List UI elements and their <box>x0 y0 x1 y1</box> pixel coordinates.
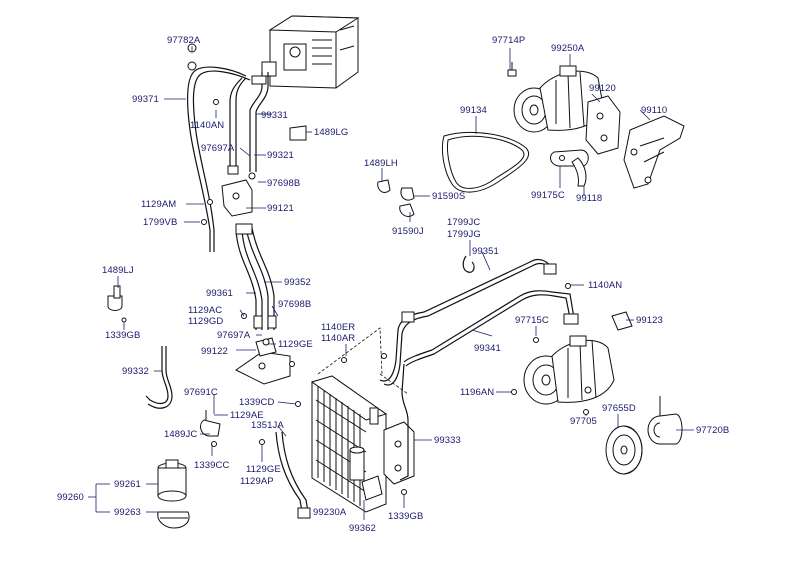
label-97705: 97705 <box>570 416 597 427</box>
pulley-97720B <box>647 396 683 445</box>
label-1129AP: 1129AP <box>240 476 274 487</box>
label-1129GE-upper: 1129GE <box>278 339 313 350</box>
label-1339GB-left: 1339GB <box>105 330 140 341</box>
label-1140ER: 1140ER <box>321 322 355 333</box>
bracket-99122 <box>235 337 291 385</box>
clamp-1489LJ <box>107 285 123 311</box>
label-99118: 99118 <box>576 193 602 204</box>
label-1129AM: 1129AM <box>141 199 176 210</box>
pulley-97655D <box>605 425 643 475</box>
label-97782A: 97782A <box>167 35 201 46</box>
label-99134: 99134 <box>460 105 487 116</box>
label-1339CD: 1339CD <box>239 397 274 408</box>
label-1196AN: 1196AN <box>460 387 494 398</box>
pipe-1351JA <box>275 431 311 519</box>
bracket-99362 <box>361 475 383 501</box>
hose-1799JC <box>462 255 475 273</box>
label-1489LG: 1489LG <box>314 127 348 138</box>
label-1129AE: 1129AE <box>230 410 264 421</box>
label-99175C: 99175C <box>531 190 565 201</box>
bracket-99333 <box>383 421 415 485</box>
label-1129GD: 1129GD <box>188 316 223 327</box>
label-99321: 99321 <box>267 150 294 161</box>
clamp-97691C <box>200 410 221 437</box>
evaporator-unit <box>261 15 360 89</box>
label-97697A-lower: 97697A <box>217 330 251 341</box>
bracket-99110 <box>623 115 685 189</box>
label-1351JA: 1351JA <box>251 420 284 431</box>
label-97691C: 97691C <box>184 387 218 398</box>
label-99230A: 99230A <box>313 507 347 518</box>
label-99120: 99120 <box>589 83 616 94</box>
pipes-99351-99341 <box>379 258 579 481</box>
receiver-drier <box>157 459 190 529</box>
compressor-lower <box>523 335 615 405</box>
drive-belt-99134 <box>441 131 529 193</box>
label-99352: 99352 <box>284 277 311 288</box>
label-1489LJ: 1489LJ <box>102 265 134 276</box>
label-99260: 99260 <box>57 492 84 503</box>
label-99341: 99341 <box>474 343 501 354</box>
leader-lines <box>88 46 694 520</box>
label-97720B: 97720B <box>696 425 729 436</box>
bracket-99120 <box>585 95 621 155</box>
label-99123: 99123 <box>636 315 663 326</box>
label-99371: 99371 <box>132 94 159 105</box>
bracket-99175C <box>550 149 589 187</box>
label-1140AR: 1140AR <box>321 333 355 344</box>
bracket-99123 <box>611 311 633 331</box>
label-1339GB-right: 1339GB <box>388 511 423 522</box>
label-99331: 99331 <box>261 110 288 121</box>
label-97698B-upper: 97698B <box>267 178 300 189</box>
label-99263: 99263 <box>114 507 141 518</box>
label-97714P: 97714P <box>492 35 525 46</box>
label-1489LH: 1489LH <box>364 158 398 169</box>
hoses-99352-99361 <box>235 223 277 330</box>
label-99333: 99333 <box>434 435 461 446</box>
label-99332: 99332 <box>122 366 149 377</box>
label-1140AN-lower: 1140AN <box>588 280 622 291</box>
drain-hose-99371 <box>186 61 251 252</box>
label-97697A-upper: 97697A <box>201 143 235 154</box>
pipe-99332 <box>145 346 173 409</box>
label-99250A: 99250A <box>551 43 585 54</box>
label-1489JC: 1489JC <box>164 429 197 440</box>
label-99121: 99121 <box>267 203 294 214</box>
label-1799JG: 1799JG <box>447 229 481 240</box>
label-91590J: 91590J <box>392 226 424 237</box>
label-1799VB: 1799VB <box>143 217 177 228</box>
label-1129GE-lower: 1129GE <box>246 464 281 475</box>
pipes-99331-99321 <box>227 72 269 175</box>
label-97715C: 97715C <box>515 315 549 326</box>
label-1799JC: 1799JC <box>447 217 480 228</box>
label-99361: 99361 <box>206 288 233 299</box>
condenser-99230A <box>310 375 388 513</box>
callout-labels: 97782A 99371 1140AN 99331 1489LG 97697A … <box>57 35 729 534</box>
label-1129AC: 1129AC <box>188 305 222 316</box>
label-99122: 99122 <box>201 346 228 357</box>
label-99261: 99261 <box>114 479 141 490</box>
label-91590S: 91590S <box>432 191 465 202</box>
label-1339CC: 1339CC <box>194 460 229 471</box>
label-99110: 99110 <box>641 105 667 116</box>
flange-99121 <box>221 179 253 217</box>
label-97655D: 97655D <box>602 403 636 414</box>
clamps-91590 <box>377 179 415 217</box>
label-99362: 99362 <box>349 523 376 534</box>
label-97698B-lower: 97698B <box>278 299 311 310</box>
label-1140AN-upper: 1140AN <box>190 120 224 131</box>
label-99351: 99351 <box>472 246 499 257</box>
